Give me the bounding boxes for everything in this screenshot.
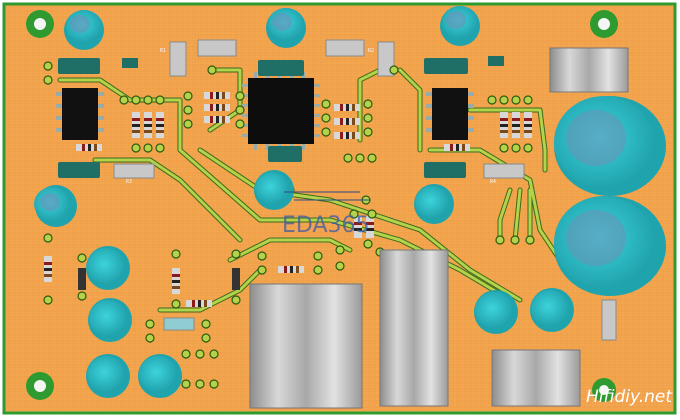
pads (43, 61, 535, 389)
silkscreen: R1 R3 R4 R2 (126, 48, 496, 201)
smd-resistors (113, 39, 617, 341)
heatsinks (249, 47, 629, 409)
mounting-holes (26, 10, 618, 402)
svg-text:R1: R1 (160, 48, 166, 54)
smd-capacitors (58, 56, 504, 178)
watermark: Hifidiy.net (586, 387, 673, 407)
axial-resistors (44, 92, 532, 307)
silkscreen-label: EDA365 (282, 213, 370, 238)
svg-text:R2: R2 (368, 48, 374, 54)
svg-text:R4: R4 (490, 179, 496, 185)
svg-text:R3: R3 (126, 179, 132, 185)
ic-center (242, 72, 320, 150)
electrolytic-capacitors (34, 6, 666, 398)
ic-left (56, 88, 104, 140)
ic-right (426, 88, 474, 140)
